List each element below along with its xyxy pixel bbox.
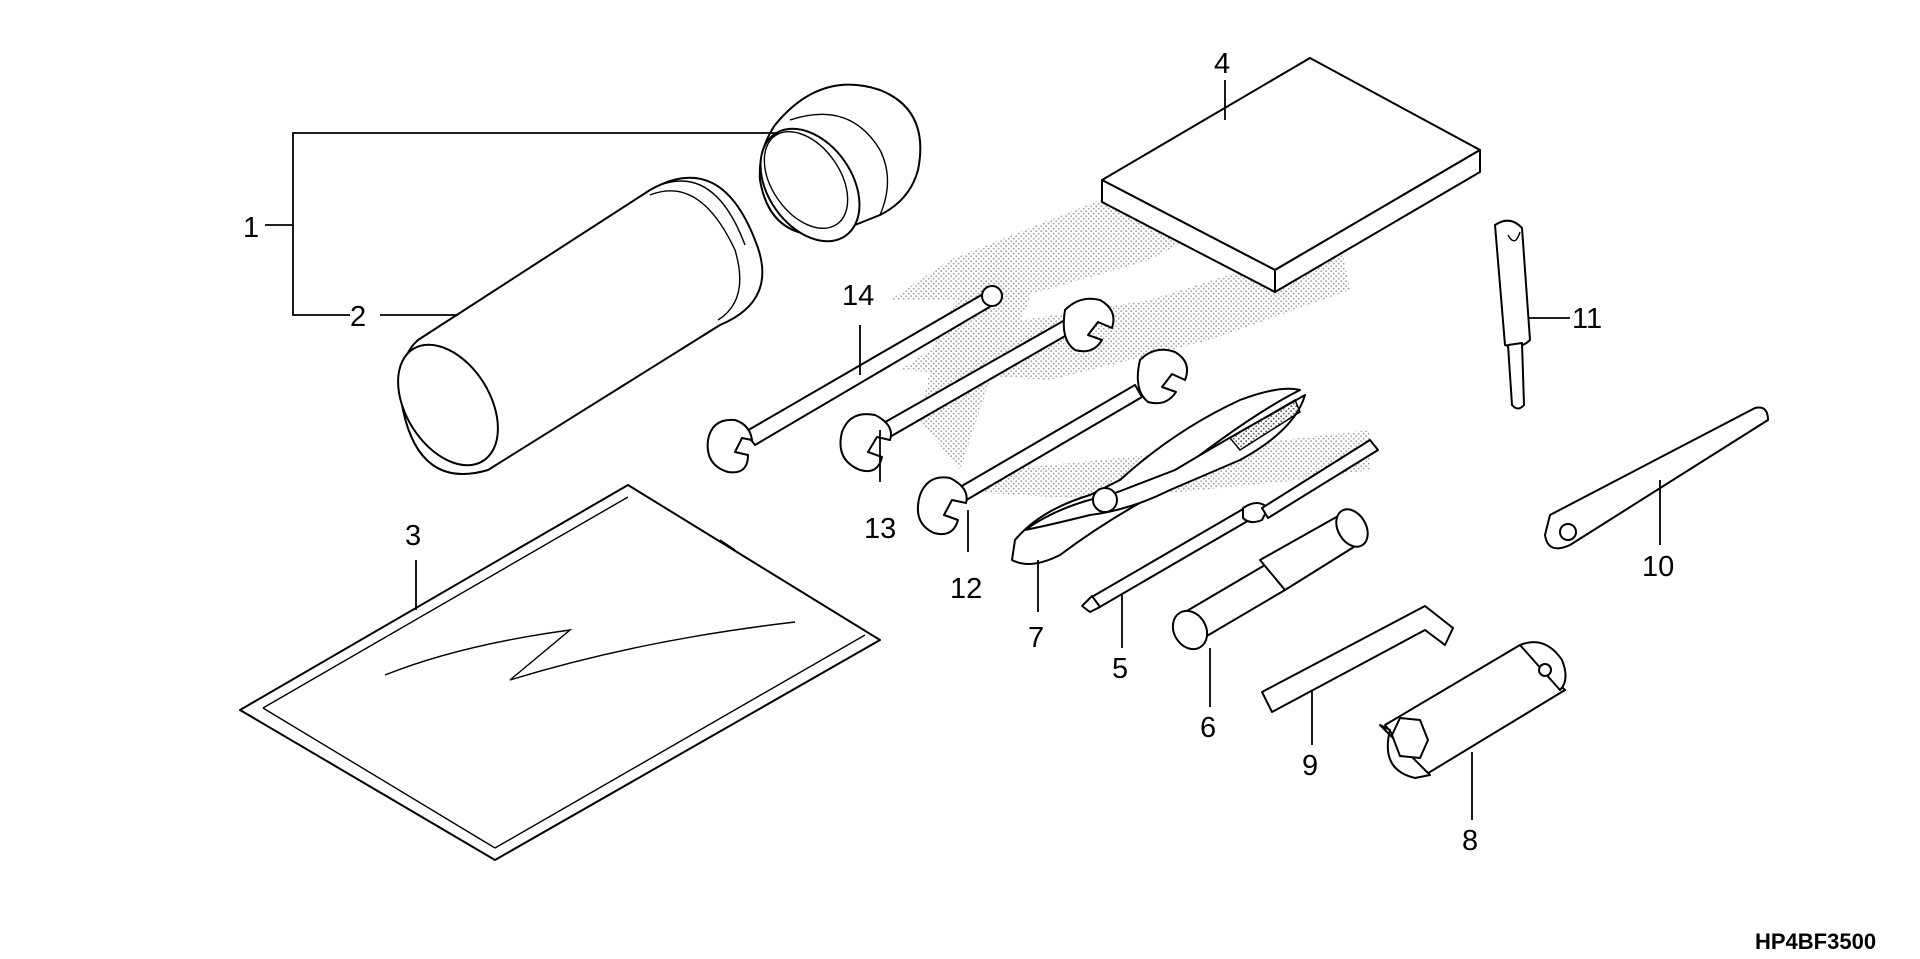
callout-8: 8 xyxy=(1462,825,1478,857)
wrench-12 xyxy=(916,348,1188,536)
callout-7: 7 xyxy=(1028,622,1044,654)
spark-plug-driver xyxy=(1494,219,1531,410)
document-pouch xyxy=(239,484,881,861)
box-spanner xyxy=(1379,641,1567,779)
callout-labels: 1 2 3 4 5 6 7 8 9 10 11 12 13 14 xyxy=(243,48,1674,857)
screwdriver xyxy=(1081,439,1379,613)
callout-11: 11 xyxy=(1572,303,1602,335)
wrench-14 xyxy=(706,285,1003,474)
owners-manual xyxy=(1101,57,1481,293)
callout-10: 10 xyxy=(1642,551,1674,583)
callout-2: 2 xyxy=(350,301,366,333)
pin-spanner xyxy=(1544,406,1769,550)
callout-1: 1 xyxy=(243,212,259,244)
leader-lines xyxy=(265,80,1661,820)
callout-4: 4 xyxy=(1214,48,1230,80)
callout-9: 9 xyxy=(1302,750,1318,782)
socket-driver xyxy=(1171,508,1369,651)
callout-5: 5 xyxy=(1112,653,1128,685)
callout-6: 6 xyxy=(1200,712,1216,744)
diagram-code: HP4BF3500 xyxy=(1755,929,1876,954)
callout-3: 3 xyxy=(405,520,421,552)
callout-12: 12 xyxy=(950,573,982,605)
pliers xyxy=(1011,387,1306,565)
tool-case-cylinder xyxy=(397,176,764,475)
callout-13: 13 xyxy=(864,513,896,545)
hex-key xyxy=(1261,605,1454,713)
tool-case-cap xyxy=(758,83,922,243)
wrench-13 xyxy=(839,297,1115,473)
callout-14: 14 xyxy=(842,280,874,312)
